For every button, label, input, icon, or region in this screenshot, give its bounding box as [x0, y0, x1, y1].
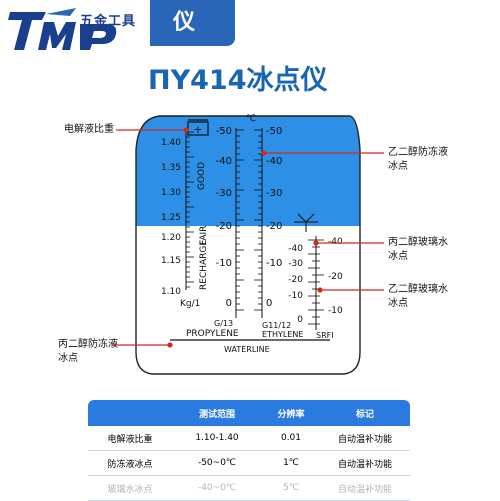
- battery-ticks: [186, 131, 194, 288]
- table-cell: -40~0℃: [197, 483, 237, 493]
- table-cell: 玻璃水冰点: [107, 484, 153, 495]
- table-cell: 自动温补功能: [337, 459, 392, 470]
- table-cell: -50~0℃: [197, 458, 237, 468]
- callout-electrolyte: 电解液比重: [64, 124, 114, 135]
- banner-accent: [150, 0, 235, 46]
- table-header-cell: 标记: [355, 409, 374, 420]
- brand-logo-cn: 五金工具: [80, 14, 137, 29]
- callout-ethylene-glycol: 乙二醇防冻液 冰点: [388, 147, 448, 172]
- svg-text:+: +: [193, 123, 202, 136]
- degree-unit: ℃: [246, 114, 256, 124]
- table-row: 玻璃水冰点 -40~0℃ 5℃ 自动温补功能: [88, 476, 410, 501]
- table-header-cell: 分辨率: [277, 409, 305, 420]
- callout-propylene-glass: 丙二醇玻璃水 冰点: [388, 237, 448, 262]
- srfi-left-label: -40: [288, 244, 303, 254]
- battery-tick-label: 1.20: [161, 233, 181, 243]
- table-cell: 自动温补功能: [337, 434, 392, 445]
- srfi-right-label: -40: [328, 237, 343, 247]
- propylene-tick-label: -30: [216, 188, 232, 199]
- ethylene-tick-label: 0: [266, 298, 272, 309]
- table-row: 电解液比重 1.10-1.40 0.01 自动温补功能: [88, 426, 410, 451]
- srfi-labels: -40 -30 -20 -10 0 -40 -20 -10 SRFI: [288, 237, 343, 340]
- label-fair: FAIR: [199, 226, 209, 245]
- table-cell: 自动温补功能: [337, 484, 392, 495]
- table-cell: 防冻液冰点: [107, 459, 153, 470]
- propylene-labels: -50 -40 -30 -20 -10 0 G/13 PROPYLENE: [186, 126, 239, 339]
- table-cell: 5℃: [283, 483, 299, 493]
- table-cell: 0.01: [280, 433, 302, 443]
- brand-logo: 五金工具: [6, 4, 146, 54]
- srfi-left-label: -20: [288, 275, 303, 285]
- battery-tick-label: 1.10: [161, 287, 181, 297]
- srfi-left-label: -10: [288, 291, 303, 301]
- srfi-ticks: [308, 239, 324, 325]
- propylene-tick-label: -40: [216, 156, 232, 167]
- lens-outline: [135, 115, 361, 375]
- ethylene-tick-label: -30: [266, 188, 282, 199]
- propylene-footer: G/13: [214, 319, 233, 328]
- propylene-tick-label: 0: [226, 298, 232, 309]
- battery-tick-label: 1.25: [161, 213, 181, 223]
- battery-tick-label: 1.15: [161, 256, 181, 266]
- ethylene-tick-label: -10: [266, 258, 282, 269]
- propylene-ticks: [236, 129, 244, 311]
- table-row: 防冻液冰点 -50~0℃ 1℃ 自动温补功能: [88, 451, 410, 476]
- white-field: [136, 226, 360, 374]
- propylene-tick-label: -50: [216, 126, 232, 137]
- brand-logo-mark: [8, 8, 117, 50]
- ethylene-labels: -50 -40 -30 -20 -10 0 G11/12 ETHYLENE: [262, 126, 303, 339]
- propylene-name: PROPYLENE: [186, 329, 239, 339]
- ethylene-tick-label: -50: [266, 126, 282, 137]
- ethylene-tick-label: -20: [266, 221, 282, 232]
- table-header-cell: 测试范围: [198, 409, 235, 420]
- battery-tick-label: 1.35: [161, 163, 181, 173]
- table-cell: 电解液比重: [107, 434, 153, 445]
- callout-ethylene-glass: 乙二醇玻璃水 冰点: [388, 284, 448, 309]
- propylene-tick-label: -20: [216, 221, 232, 232]
- battery-tick-label: 1.30: [161, 188, 181, 198]
- srfi-right-label: -10: [328, 306, 343, 316]
- battery-labels: 1.40 1.35 1.30 1.25 1.20 1.15 1.10 Kg/1: [161, 138, 200, 309]
- ethylene-name: ETHYLENE: [262, 330, 303, 339]
- eyeglass-icon: [294, 213, 318, 232]
- refractometer-scale: 1.40 1.35 1.30 1.25 1.20 1.15 1.10 Kg/1 …: [112, 114, 384, 375]
- blue-field: [136, 116, 360, 226]
- page-title: ΠY414冰点仪: [148, 65, 328, 96]
- ethylene-ticks: [254, 129, 262, 311]
- ethylene-footer: G11/12: [262, 321, 291, 330]
- battery-unit: Kg/1: [180, 299, 200, 309]
- spec-table: 测试范围 分辨率 标记 电解液比重 1.10-1.40 0.01 自动温补功能 …: [88, 400, 410, 501]
- srfi-left-label: 0: [297, 315, 303, 325]
- table-header: 测试范围 分辨率 标记: [88, 400, 410, 426]
- battery-tick-label: 1.40: [161, 138, 181, 148]
- waterline-label: WATERLINE: [224, 345, 270, 354]
- table-cell: 1.10-1.40: [195, 433, 239, 443]
- propylene-tick-label: -10: [216, 258, 232, 269]
- banner-accent-text: 仪: [173, 10, 196, 35]
- label-good: GOOD: [197, 162, 207, 190]
- srfi-right-label: -20: [328, 272, 343, 282]
- table-cell: 1℃: [283, 458, 299, 468]
- top-banner: 仪 五金工具: [0, 0, 500, 58]
- label-recharge: RECHARGE: [199, 240, 209, 290]
- callout-lines: [112, 127, 384, 348]
- callout-propylene-glycol: 丙二醇防冻液 冰点: [58, 339, 118, 364]
- ethylene-tick-label: -40: [266, 156, 282, 167]
- srfi-left-label: -30: [288, 259, 303, 269]
- srfi-name: SRFI: [316, 331, 334, 340]
